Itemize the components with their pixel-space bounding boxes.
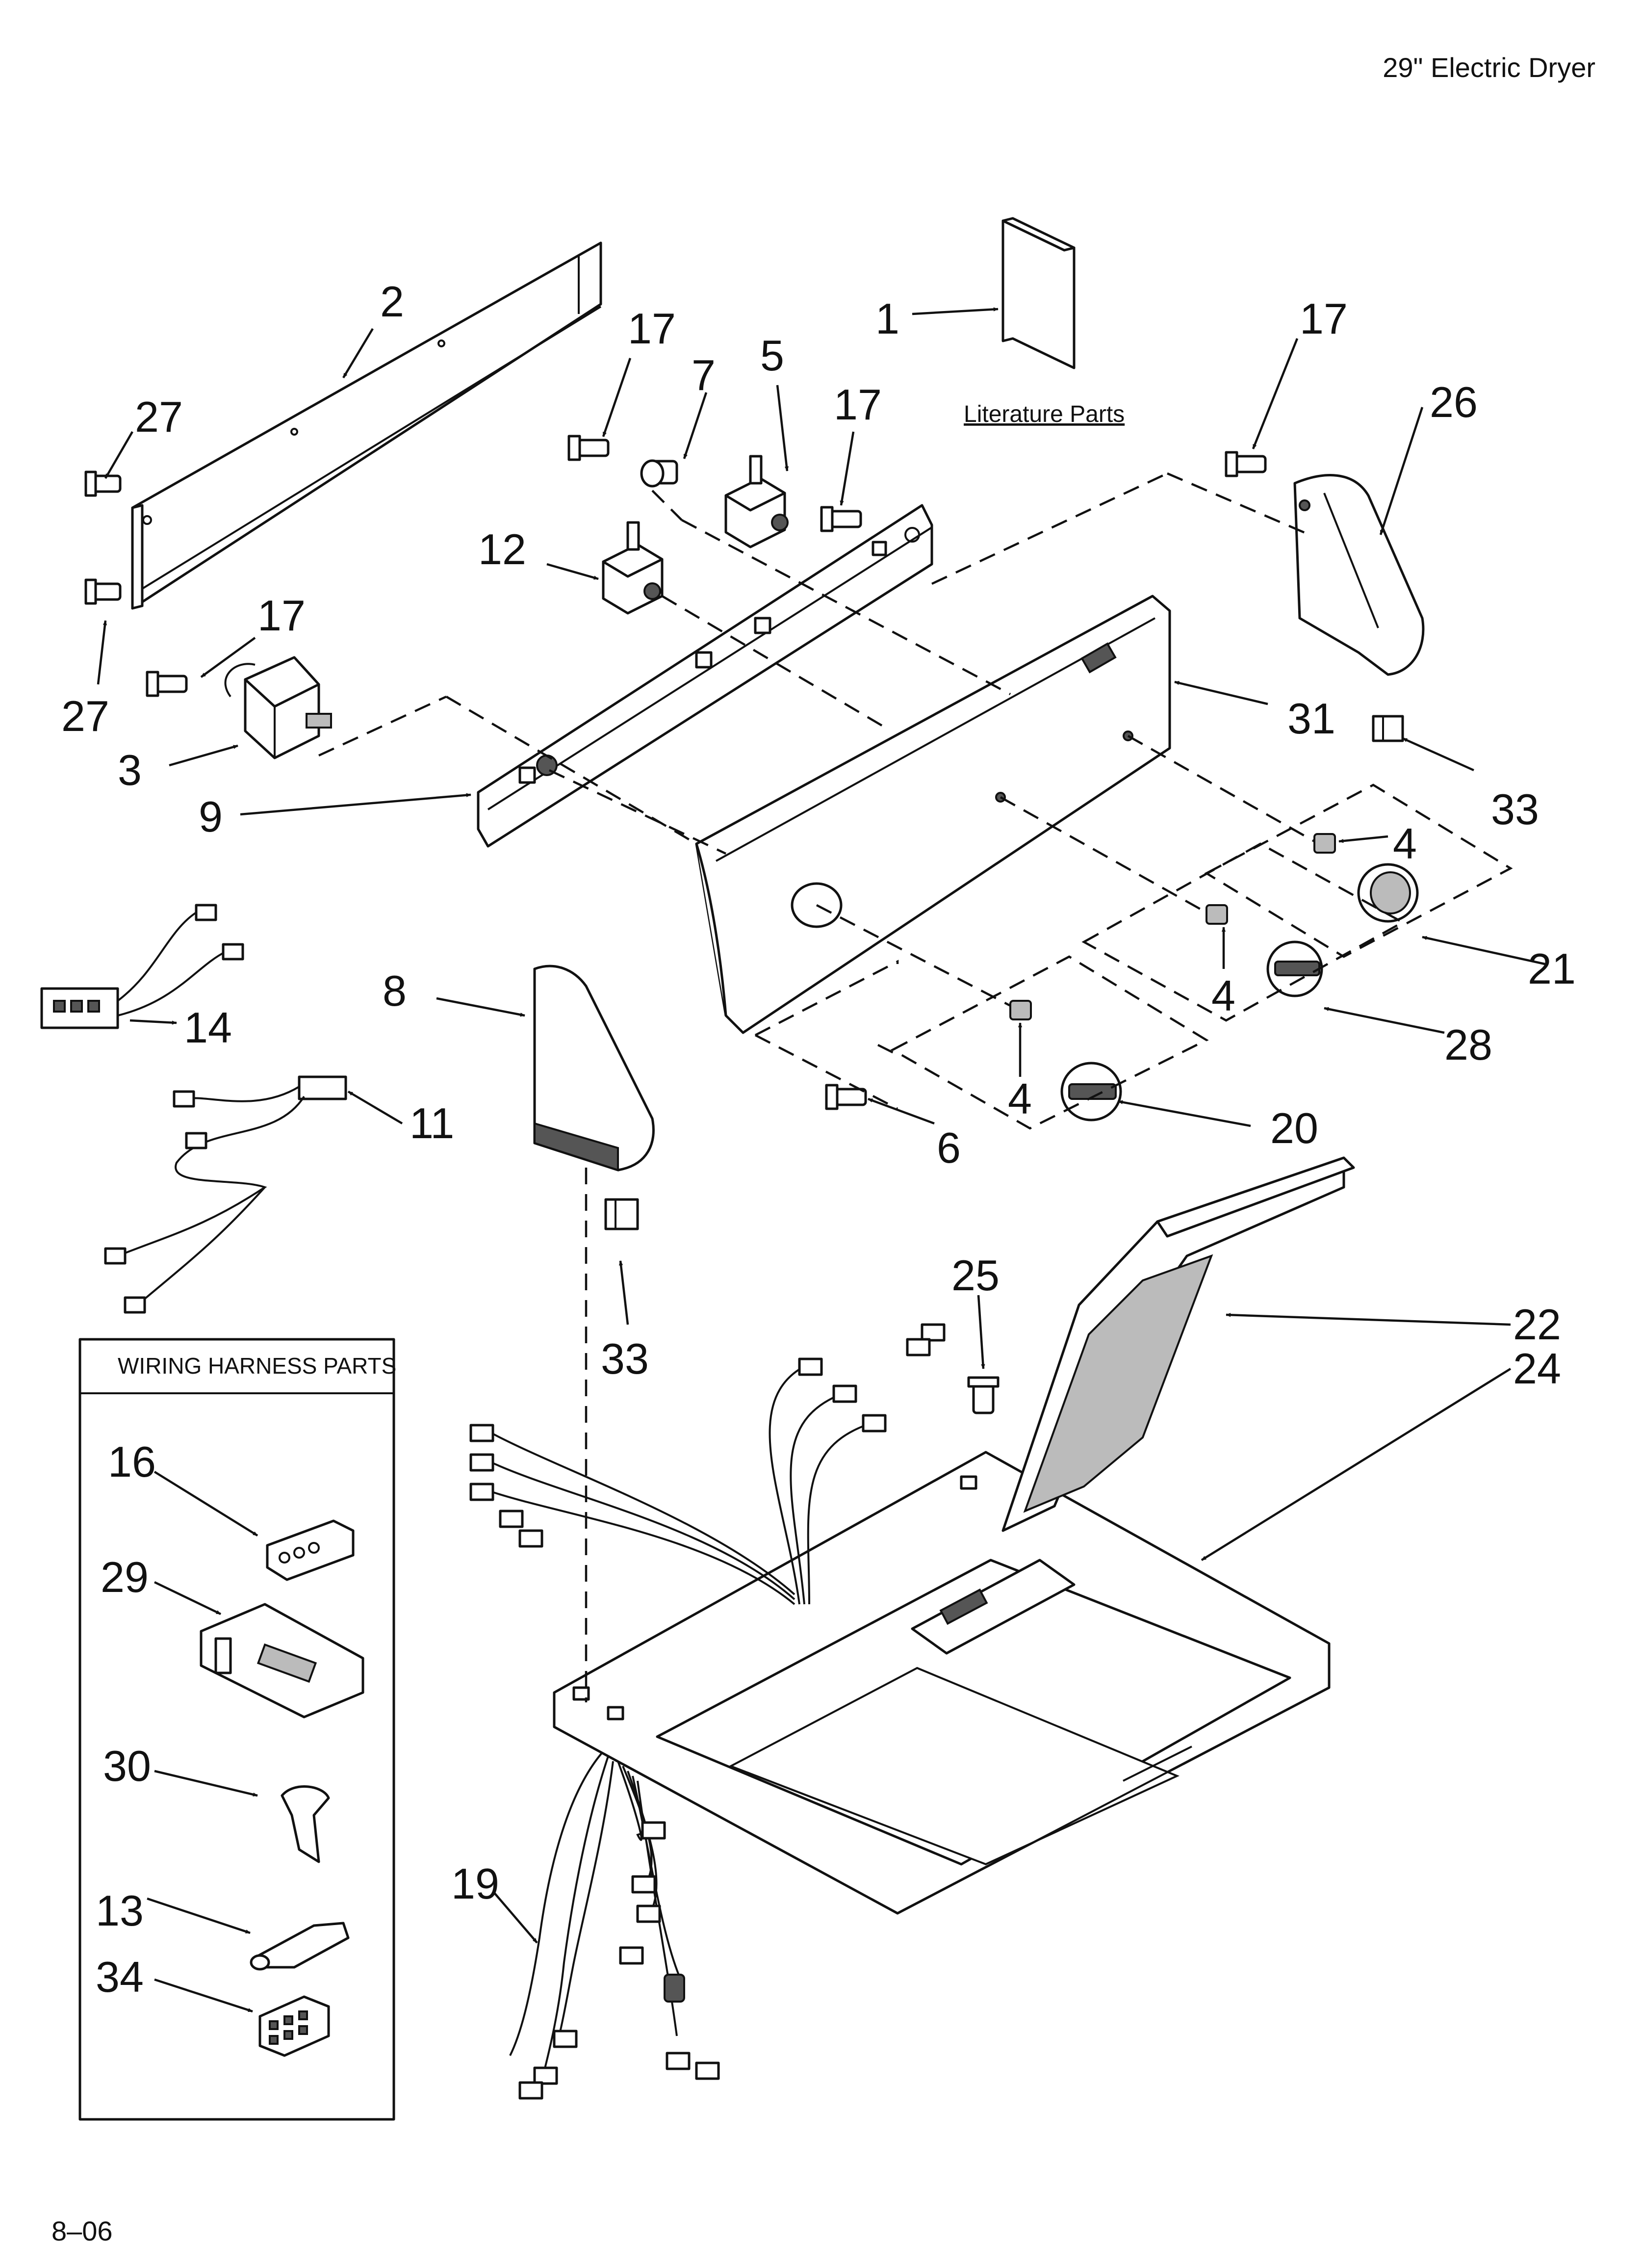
side-cap-8-part xyxy=(533,965,655,1172)
top-panel-part xyxy=(553,1451,1331,1915)
screw-17-middle xyxy=(820,506,862,532)
callout-28: 28 xyxy=(1444,1020,1492,1069)
harness-14-part xyxy=(40,904,244,1029)
callout-17-upper: 17 xyxy=(628,304,676,353)
wiring-harness-parts-box: WIRING HARNESS PARTS xyxy=(78,1338,396,2121)
callout-25: 25 xyxy=(951,1251,1000,1300)
callout-1: 1 xyxy=(875,294,899,343)
callout-34: 34 xyxy=(96,1953,144,2001)
harness-19-part xyxy=(509,1750,720,2100)
callout-17-middle: 17 xyxy=(834,380,882,429)
callout-27-top: 27 xyxy=(135,392,183,441)
callout-33-right: 33 xyxy=(1491,785,1539,834)
callout-26: 26 xyxy=(1430,378,1478,426)
callout-21: 21 xyxy=(1528,944,1576,993)
rear-panel-part xyxy=(131,241,602,610)
callout-3: 3 xyxy=(118,746,142,794)
callout-17-right: 17 xyxy=(1300,294,1348,343)
callout-19: 19 xyxy=(451,1859,499,1908)
callout-8: 8 xyxy=(383,966,407,1015)
callout-22: 22 xyxy=(1513,1300,1561,1349)
callout-12: 12 xyxy=(478,525,526,574)
callout-31: 31 xyxy=(1287,694,1335,743)
clip-33-right xyxy=(1372,715,1404,742)
knob-20-part xyxy=(1060,1062,1122,1121)
callout-9: 9 xyxy=(199,792,223,841)
callout-6: 6 xyxy=(937,1123,961,1172)
leader-arrows xyxy=(97,307,1545,2013)
screw-17-left xyxy=(146,671,188,697)
knob-clip-4-c xyxy=(1009,1000,1032,1020)
assembly-dashed-lines xyxy=(318,472,1513,1702)
wiring-harness-box-title: WIRING HARNESS PARTS xyxy=(118,1353,396,1379)
console-panel-part xyxy=(695,595,1171,1034)
page-header-title: 29" Electric Dryer xyxy=(1383,52,1595,83)
end-cap-26-part xyxy=(1293,474,1425,676)
callout-labels: 1 2 27 27 17 7 5 17 17 26 12 17 3 9 31 3… xyxy=(61,277,1576,2001)
clip-33-lower xyxy=(604,1198,639,1230)
wire-clip-30-part xyxy=(281,1785,330,1863)
switch-12-part xyxy=(602,521,664,615)
callout-2: 2 xyxy=(380,277,404,326)
callout-20: 20 xyxy=(1270,1104,1318,1152)
callout-4-a: 4 xyxy=(1393,819,1417,868)
callout-29: 29 xyxy=(101,1553,149,1601)
knob-clip-4-b xyxy=(1206,904,1228,925)
harness-11-part xyxy=(104,1075,347,1314)
screw-17-upper xyxy=(567,435,610,461)
callout-27-bottom: 27 xyxy=(61,692,109,740)
knob-21-part xyxy=(1357,863,1419,923)
lint-screen-part xyxy=(1001,1156,1355,1532)
knob-28-part xyxy=(1266,940,1323,997)
callout-17-left: 17 xyxy=(257,591,306,640)
callout-16: 16 xyxy=(108,1437,156,1486)
callout-24: 24 xyxy=(1513,1344,1561,1393)
screw-27-bottom xyxy=(84,578,122,605)
callout-30: 30 xyxy=(103,1742,151,1790)
switch-5-part xyxy=(724,455,789,548)
top-panel-wiring-part xyxy=(469,1323,946,1605)
callout-11: 11 xyxy=(410,1099,454,1147)
screw-27-top xyxy=(84,470,122,497)
screw-17-right xyxy=(1225,451,1267,477)
callout-5: 5 xyxy=(760,331,784,380)
knob-clip-4-a xyxy=(1313,833,1336,854)
page-footer-code: 8–06 xyxy=(51,2216,113,2246)
control-bracket-part xyxy=(477,504,933,848)
screw-25-part xyxy=(967,1376,1000,1414)
light-7-part xyxy=(640,459,678,488)
callout-33-lower: 33 xyxy=(601,1334,649,1383)
timer-part xyxy=(224,656,332,759)
callout-13: 13 xyxy=(96,1886,144,1935)
callout-4-b: 4 xyxy=(1211,971,1235,1020)
literature-parts-label: Literature Parts xyxy=(964,401,1125,427)
callout-4-c: 4 xyxy=(1008,1074,1032,1123)
callout-7: 7 xyxy=(692,351,716,399)
literature-book-part xyxy=(1001,217,1076,369)
screw-6-part xyxy=(825,1084,867,1110)
callout-14: 14 xyxy=(184,1003,232,1052)
